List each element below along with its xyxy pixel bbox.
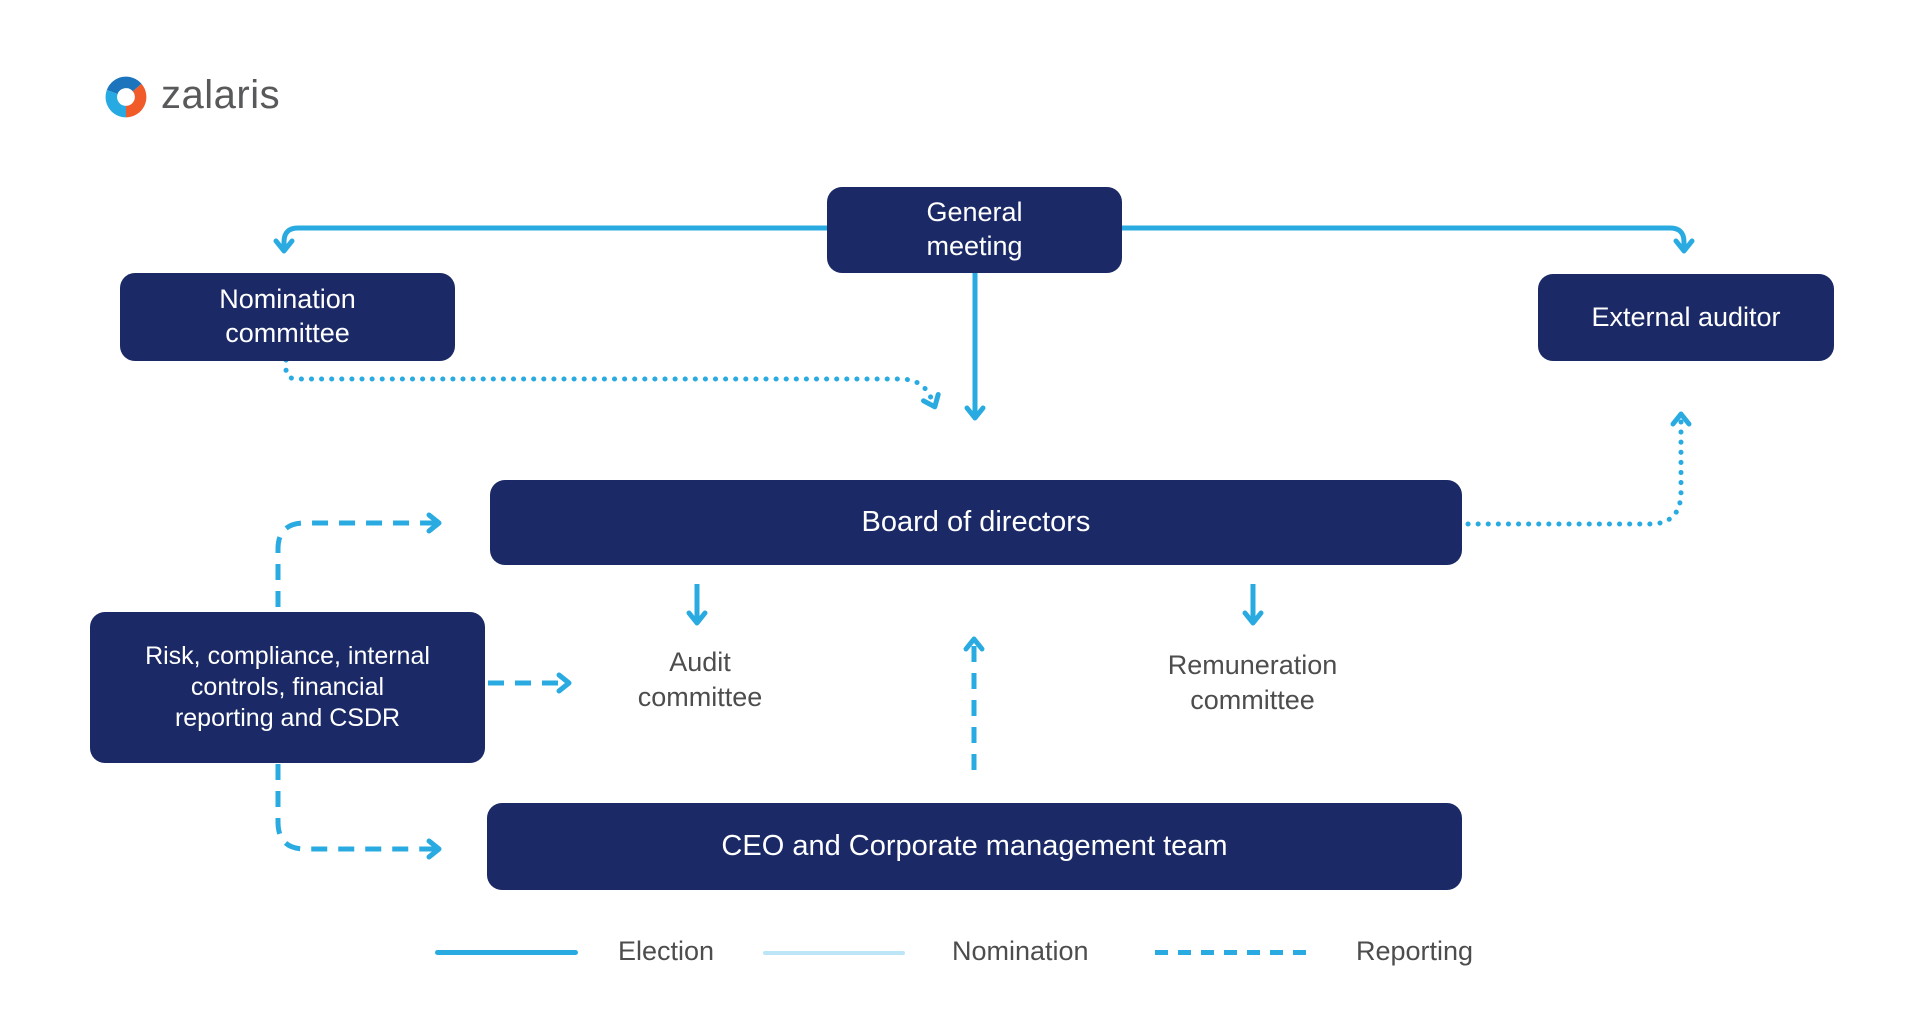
legend-election-label: Election <box>618 936 715 966</box>
legend-nomination-label: Nomination <box>952 936 1089 966</box>
election-arrow-general-to-external-auditor <box>1122 225 1695 254</box>
reporting-arrow-risk-to-ceo <box>275 764 442 860</box>
election-arrow-general-to-nomination <box>273 225 827 254</box>
legend-election-line-swatch <box>435 950 578 955</box>
node-nomination-committee: Nomination committee <box>120 273 455 361</box>
legend-reporting-label: Reporting <box>1356 936 1474 966</box>
legend-nomination-line-swatch <box>763 951 905 955</box>
node-external-auditor: External auditor <box>1538 274 1834 361</box>
brand-logo: zalaris <box>103 74 280 120</box>
label-remuneration-committee: Remuneration committee <box>1167 650 1338 716</box>
nomination-arrow-nomination-to-board <box>283 357 941 410</box>
brand-name: zalaris <box>161 73 281 117</box>
label-audit-committee: Audit committee <box>637 647 763 713</box>
reporting-arrow-risk-to-board <box>275 512 442 607</box>
node-risk-compliance: Risk, compliance, internal controls, fin… <box>90 612 485 763</box>
node-board-of-directors: Board of directors <box>490 480 1462 565</box>
node-ceo-management-team: CEO and Corporate management team <box>487 803 1462 890</box>
zalaris-swirl-icon <box>105 76 147 118</box>
nomination-arrow-board-to-external-auditor <box>1465 411 1692 527</box>
legend-reporting-line-swatch <box>1155 950 1312 955</box>
node-general-meeting: General meeting <box>827 187 1122 273</box>
